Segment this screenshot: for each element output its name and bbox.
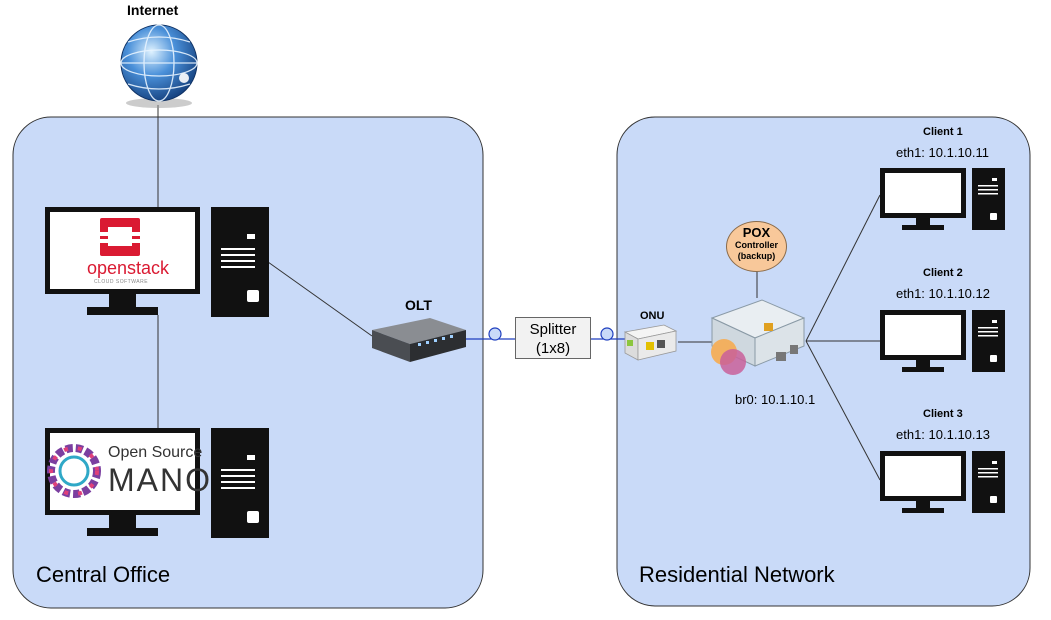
osm-server-tower-icon — [211, 428, 269, 538]
fiber-connector-left — [488, 327, 502, 341]
client-2-computer-icon — [880, 310, 1005, 372]
client-1-name: Client 1 — [923, 126, 963, 138]
client-2-iface: eth1: 10.1.10.12 — [896, 286, 990, 301]
pox-controller-node: POX Controller (backup) — [726, 221, 787, 272]
openstack-server-tower-icon — [211, 207, 269, 317]
onu-device-icon — [623, 324, 678, 361]
link-server-olt — [267, 261, 373, 337]
splitter-box: Splitter (1x8) — [515, 317, 591, 359]
onu-label: ONU — [640, 310, 665, 322]
pox-subtitle: Controller — [734, 240, 778, 250]
internet-globe-icon — [120, 24, 198, 108]
residential-zone — [616, 116, 1031, 607]
client-1-iface: eth1: 10.1.10.11 — [896, 145, 990, 160]
openstack-brand-text: openstack — [87, 258, 170, 278]
client-2-name: Client 2 — [923, 267, 963, 279]
link-pi-client1 — [805, 194, 881, 342]
osm-line2-text: MANO — [108, 462, 212, 498]
osm-line1-text: Open Source — [108, 444, 203, 461]
olt-label: OLT — [405, 297, 432, 313]
pox-title: POX — [742, 225, 771, 240]
link-pi-client3 — [805, 340, 881, 481]
residential-network-title: Residential Network — [639, 562, 835, 587]
fiber-connector-right — [600, 327, 614, 341]
openstack-tagline-text: CLOUD SOFTWARE — [94, 279, 149, 285]
splitter-line2: (1x8) — [535, 340, 571, 357]
client-1-computer-icon — [880, 168, 1005, 230]
raspberry-pi-device-icon — [710, 299, 806, 375]
central-office-title: Central Office — [36, 562, 171, 587]
osm-logo-icon — [47, 444, 101, 498]
openstack-logo-icon — [100, 218, 140, 256]
olt-device-icon — [372, 318, 466, 362]
bridge-ip-label: br0: 10.1.10.1 — [735, 392, 816, 407]
client-3-computer-icon — [880, 451, 1005, 513]
client-3-iface: eth1: 10.1.10.13 — [896, 427, 990, 442]
pox-backup-label: (backup) — [737, 251, 776, 261]
client-3-name: Client 3 — [923, 408, 963, 420]
splitter-line1: Splitter — [529, 321, 577, 338]
internet-label: Internet — [127, 2, 179, 18]
